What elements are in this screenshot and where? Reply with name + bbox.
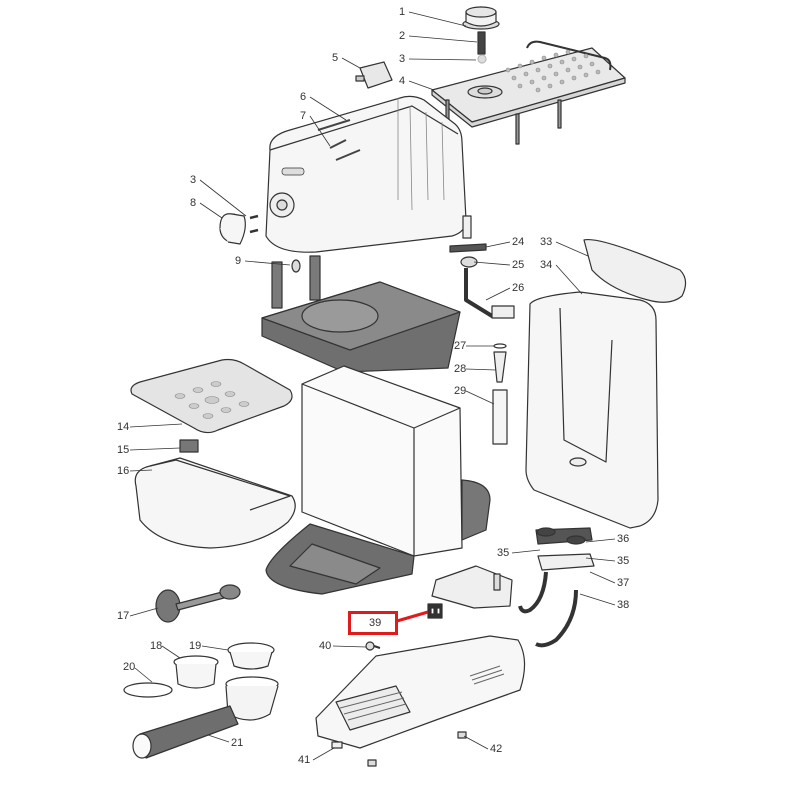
- part-39-connector: [427, 603, 443, 619]
- part-18-filter: [173, 655, 219, 689]
- callout-label-8: 8: [190, 197, 197, 209]
- callout-label-9: 9: [235, 255, 242, 267]
- callout-label-7: 7: [300, 110, 307, 122]
- pcb-board: [431, 565, 513, 609]
- callout-label-42: 42: [490, 743, 503, 755]
- part-34-water-tank: [525, 291, 659, 529]
- base-chassis: [315, 635, 526, 767]
- main-housing: [301, 365, 491, 557]
- part-16-drip-tray: [134, 457, 296, 549]
- part-8-side-knob: [219, 213, 259, 245]
- callout-label-26: 26: [512, 282, 525, 294]
- leader-lines: [129, 11, 616, 761]
- callout-label-33: 33: [540, 236, 553, 248]
- part-20-filter-ring: [123, 682, 173, 698]
- callout-label-16: 16: [117, 465, 130, 477]
- part-33-tank-lid: [583, 238, 687, 303]
- callout-label-3: 3: [190, 174, 197, 186]
- part-3-spring: [477, 54, 487, 64]
- callout-label-21: 21: [231, 737, 244, 749]
- callout-label-3: 3: [399, 53, 406, 65]
- main-body-shell: [265, 95, 467, 253]
- callout-label-15: 15: [117, 444, 130, 456]
- highlight-leader-line: [396, 610, 429, 623]
- part-14-drip-grid: [130, 358, 293, 434]
- part-15-float: [179, 439, 199, 453]
- callout-label-20: 20: [123, 661, 136, 673]
- callout-label-4: 4: [399, 75, 406, 87]
- part-2-spindle: [477, 31, 486, 55]
- callout-label-2: 2: [399, 30, 406, 42]
- callout-label-6: 6: [300, 91, 307, 103]
- callout-label-38: 38: [617, 599, 630, 611]
- part-9-clip: [291, 259, 301, 273]
- callout-label-28: 28: [454, 363, 467, 375]
- callout-label-37: 37: [617, 577, 630, 589]
- boiler-base-frame: [261, 255, 461, 373]
- callout-label-27: 27: [454, 340, 467, 352]
- part-35-38-valve-assembly: [518, 527, 595, 648]
- part-19-filter: [227, 642, 275, 670]
- callout-label-14: 14: [117, 421, 130, 433]
- callout-label-18: 18: [150, 640, 163, 652]
- callout-label-34: 34: [540, 259, 553, 271]
- callout-label-41: 41: [298, 754, 311, 766]
- callout-label-35: 35: [617, 555, 630, 567]
- callout-label-25: 25: [512, 259, 525, 271]
- part-4-cup-tray: [431, 40, 626, 145]
- highlight-box-part-39: [348, 611, 398, 635]
- callout-label-17: 17: [117, 610, 130, 622]
- callout-label-36: 36: [617, 533, 630, 545]
- callout-label-35: 35: [497, 547, 510, 559]
- callout-label-29: 29: [454, 385, 467, 397]
- part-24-29-steam-wand: [449, 215, 515, 445]
- part-1-knob: [462, 6, 500, 30]
- part-5-switch: [355, 61, 393, 89]
- callout-label-1: 1: [399, 6, 406, 18]
- callout-label-24: 24: [512, 236, 525, 248]
- part-17-scoop: [155, 584, 241, 623]
- callout-label-39: 39: [369, 617, 382, 629]
- callout-label-5: 5: [332, 52, 339, 64]
- part-40-screw: [365, 641, 381, 651]
- callout-label-19: 19: [189, 640, 202, 652]
- callout-label-40: 40: [319, 640, 332, 652]
- part-21-portafilter: [132, 676, 279, 759]
